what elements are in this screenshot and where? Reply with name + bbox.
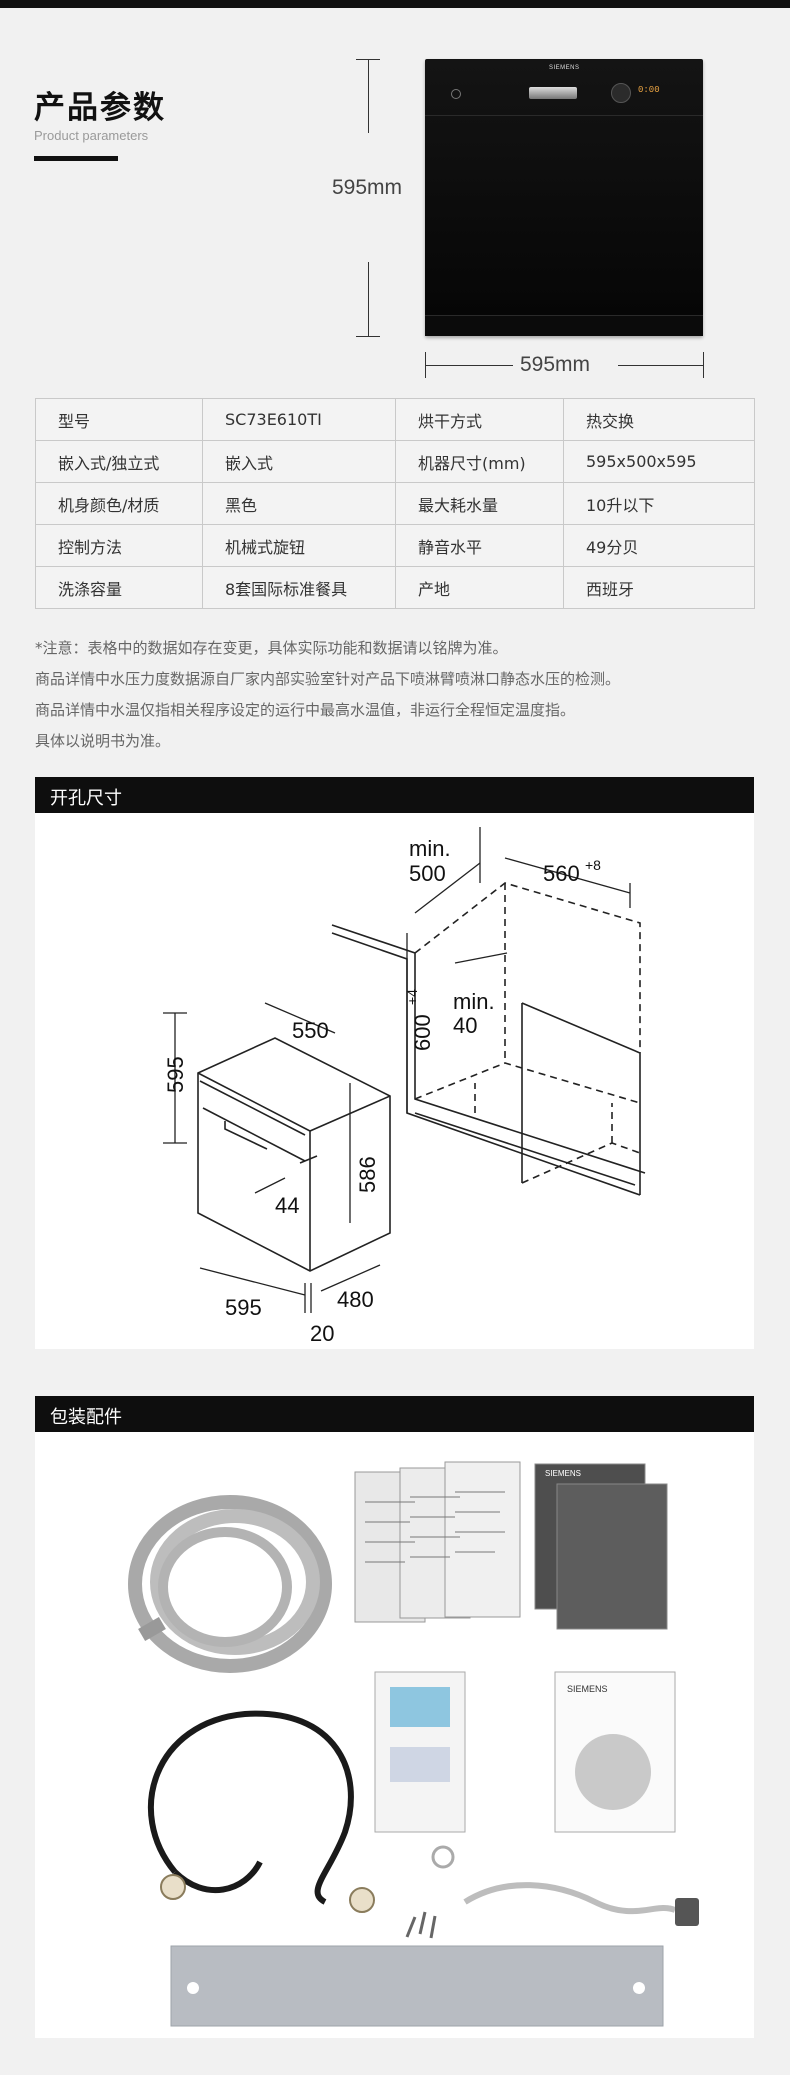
spec-value: 机械式旋钮 (202, 524, 396, 567)
installation-manuals-image (354, 1461, 521, 1623)
dim-40-label: 40 (453, 1013, 477, 1038)
user-manuals-image: SIEMENS (534, 1463, 668, 1630)
manual-brand-label: SIEMENS (545, 1469, 581, 1478)
notes: *注意：表格中的数据如存在变更，具体实际功能和数据请以铭牌为准。 商品详情中水压… (35, 633, 620, 757)
table-row: 型号 SC73E610TI 烘干方式 热交换 (35, 398, 755, 441)
table-row: 嵌入式/独立式 嵌入式 机器尺寸(mm) 595x500x595 (35, 440, 755, 483)
cutout-diagram-panel: min. 500 560 +8 600 +4 min. 40 550 595 5… (35, 813, 754, 1349)
spec-label: 机身颜色/材质 (35, 482, 203, 525)
table-row: 控制方法 机械式旋钮 静音水平 49分贝 (35, 524, 755, 567)
height-line-top (368, 59, 369, 133)
spec-label: 静音水平 (395, 524, 564, 567)
accessories-photo: SIEMENS SIEMENS (128, 1461, 699, 2027)
section-title: 包装配件 (50, 1407, 122, 1428)
dim-600-tolerance: +4 (404, 989, 420, 1005)
note-line: 商品详情中水温仅指相关程序设定的运行中最高水温值，非运行全程恒定温度指。 (35, 701, 576, 719)
section-title: 开孔尺寸 (50, 788, 122, 809)
spec-value: 嵌入式 (202, 440, 396, 483)
spec-label: 型号 (35, 398, 203, 441)
warranty-booklet-image: SIEMENS (554, 1671, 676, 1833)
height-line-bottom (368, 262, 369, 336)
width-dimension-label: 595mm (520, 353, 591, 376)
top-bar (0, 0, 790, 8)
dim-min-label: min. (409, 836, 451, 861)
mounting-plate-image (170, 1945, 664, 2027)
spec-value: 49分贝 (563, 524, 755, 567)
table-row: 机身颜色/材质 黑色 最大耗水量 10升以下 (35, 482, 755, 525)
quick-guide-image (374, 1671, 466, 1833)
spec-value: 8套国际标准餐具 (202, 566, 396, 609)
warranty-brand-label: SIEMENS (567, 1684, 608, 1694)
width-tick-right (703, 352, 704, 378)
width-line-right (618, 365, 703, 366)
spec-label: 最大耗水量 (395, 482, 564, 525)
dim-min-label-2: min. (453, 989, 495, 1014)
spec-value: SC73E610TI (202, 398, 396, 441)
dim-586-label: 586 (355, 1156, 380, 1193)
spec-label: 烘干方式 (395, 398, 564, 441)
note-line: *注意：表格中的数据如存在变更，具体实际功能和数据请以铭牌为准。 (35, 639, 508, 657)
spec-label: 产地 (395, 566, 564, 609)
power-cord-image (463, 1882, 699, 1926)
dim-595-width-label: 595 (225, 1295, 262, 1320)
brand-logo: SIEMENS (549, 65, 580, 71)
accessories-photo-panel: SIEMENS SIEMENS (35, 1432, 754, 2038)
note-line: 商品详情中水压力度数据源自厂家内部实验室针对产品下喷淋臂喷淋口静态水压的检测。 (35, 670, 621, 688)
dishwasher-front-image: SIEMENS 0:00 (425, 59, 703, 336)
spec-table: 型号 SC73E610TI 烘干方式 热交换 嵌入式/独立式 嵌入式 机器尺寸(… (35, 398, 755, 609)
dim-550-label: 550 (292, 1018, 329, 1043)
dim-44-label: 44 (275, 1193, 299, 1218)
dim-500-label: 500 (409, 861, 446, 886)
table-row: 洗涤容量 8套国际标准餐具 产地 西班牙 (35, 566, 755, 609)
note-line: 具体以说明书为准。 (35, 732, 171, 750)
door-handle (529, 87, 577, 99)
height-dimension-label: 595mm (332, 176, 403, 199)
control-panel: SIEMENS 0:00 (425, 59, 703, 116)
spec-label: 控制方法 (35, 524, 203, 567)
title-underline (34, 156, 118, 161)
spec-value: 595x500x595 (563, 440, 755, 483)
height-tick-bottom (356, 336, 380, 337)
spec-label: 洗涤容量 (35, 566, 203, 609)
inlet-hose-image (148, 1710, 354, 1905)
spec-value: 10升以下 (563, 482, 755, 525)
spec-value: 西班牙 (563, 566, 755, 609)
spec-label: 机器尺寸(mm) (395, 440, 564, 483)
section-header-accessories: 包装配件 (35, 1396, 754, 1432)
dim-560-tolerance: +8 (585, 857, 601, 873)
spec-label: 嵌入式/独立式 (35, 440, 203, 483)
section-header-cutout: 开孔尺寸 (35, 777, 754, 813)
installation-diagram: min. 500 560 +8 600 +4 min. 40 550 595 5… (163, 827, 646, 1346)
power-icon (451, 89, 461, 99)
dim-20-label: 20 (310, 1321, 334, 1346)
display-readout: 0:00 (638, 85, 660, 95)
dim-600-label: 600 (410, 1014, 435, 1051)
appliance-base (425, 315, 703, 336)
width-line-left (425, 365, 513, 366)
dim-595-height-label: 595 (163, 1056, 188, 1093)
hose-clip-image (431, 1845, 455, 1869)
dim-480-label: 480 (337, 1287, 374, 1312)
screws-image (405, 1911, 437, 1939)
program-knob (611, 83, 631, 103)
spec-value: 黑色 (202, 482, 396, 525)
drain-hose-image (128, 1495, 332, 1673)
page-subtitle: Product parameters (34, 128, 149, 143)
dim-560-label: 560 (543, 861, 580, 886)
page-title: 产品参数 (34, 90, 166, 126)
spec-value: 热交换 (563, 398, 755, 441)
